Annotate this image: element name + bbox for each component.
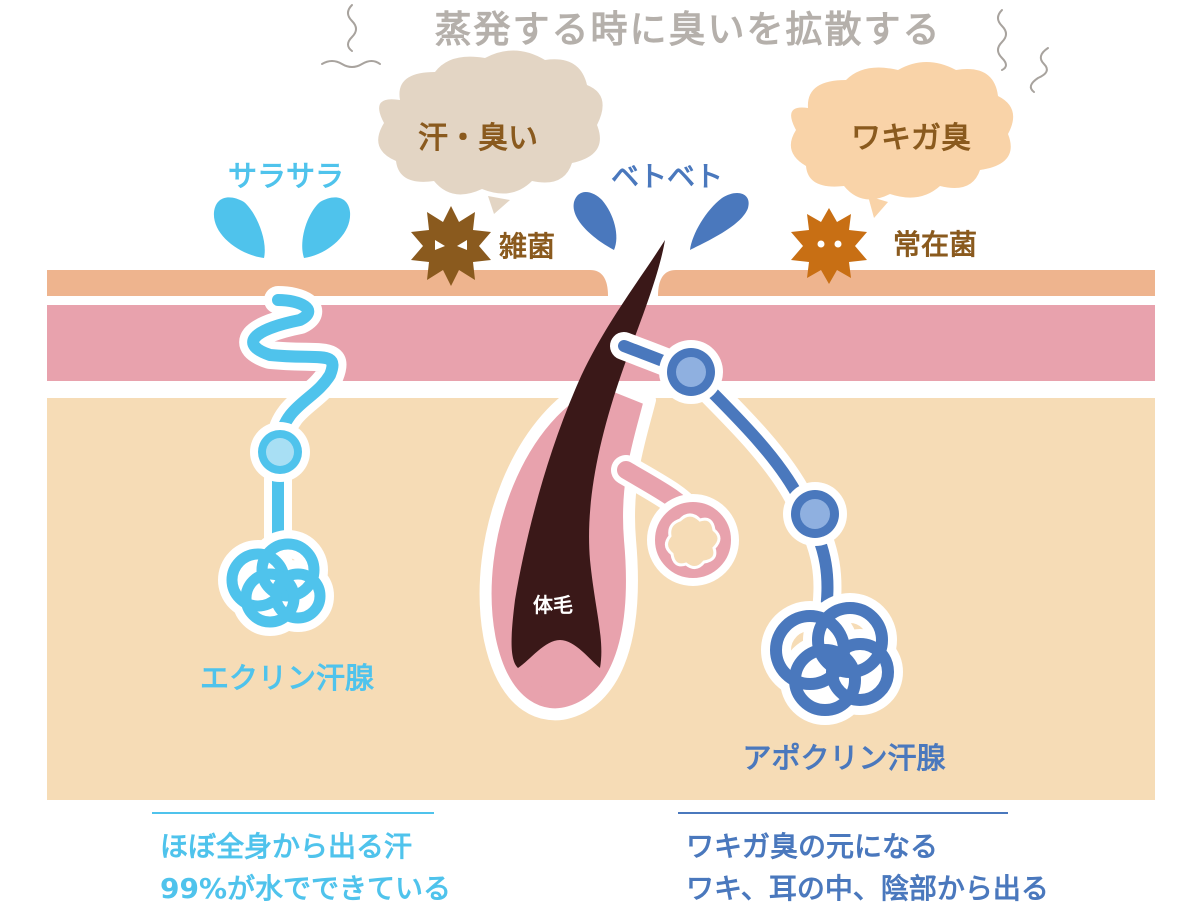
epidermis-layer-right xyxy=(658,270,1155,296)
epidermis-layer-left xyxy=(47,270,608,296)
title: 蒸発する時に臭いを拡散する xyxy=(435,8,942,51)
resident-bacteria-label: 常在菌 xyxy=(893,228,977,261)
sticky-droplets: ベトベト xyxy=(573,160,749,250)
eccrine-note-line-2: 99%が水でできている xyxy=(160,872,451,905)
smooth-droplets: サラサラ xyxy=(213,159,351,258)
smooth-label: サラサラ xyxy=(228,159,344,193)
apocrine-note-line-1: ワキガ臭の元になる xyxy=(686,830,938,863)
bubble-right: ワキガ臭 xyxy=(790,62,1014,218)
body-hair-label: 体毛 xyxy=(533,593,573,617)
odor-lines xyxy=(321,4,1049,93)
germs-label: 雑菌 xyxy=(498,230,555,263)
hair-follicle: 体毛 xyxy=(479,240,739,721)
wavy-odor-line xyxy=(1029,47,1049,93)
eccrine-gland xyxy=(218,286,347,636)
eccrine-label: エクリン汗腺 xyxy=(200,661,375,695)
apocrine-note-line-2: ワキ、耳の中、陰部から出る xyxy=(686,872,1049,905)
bubble-left-label: 汗・臭い xyxy=(418,121,538,156)
bubble-left: 汗・臭い xyxy=(378,50,603,214)
apocrine-label: アポクリン汗腺 xyxy=(742,741,946,775)
droplet-icon xyxy=(690,193,749,250)
wavy-odor-line xyxy=(997,9,1007,71)
bubble-right-label: ワキガ臭 xyxy=(851,121,971,156)
apocrine-gland xyxy=(610,332,903,725)
eccrine-note-line-1: ほぼ全身から出る汗 xyxy=(160,830,412,863)
spiky-germ-icon xyxy=(411,206,491,286)
droplet-icon xyxy=(213,197,265,258)
droplet-icon xyxy=(573,192,617,250)
wavy-odor-line xyxy=(347,4,357,52)
droplet-icon xyxy=(302,197,351,258)
sticky-label: ベトベト xyxy=(611,160,723,193)
bacteria-icon xyxy=(791,208,867,284)
wavy-odor-line xyxy=(321,60,381,68)
